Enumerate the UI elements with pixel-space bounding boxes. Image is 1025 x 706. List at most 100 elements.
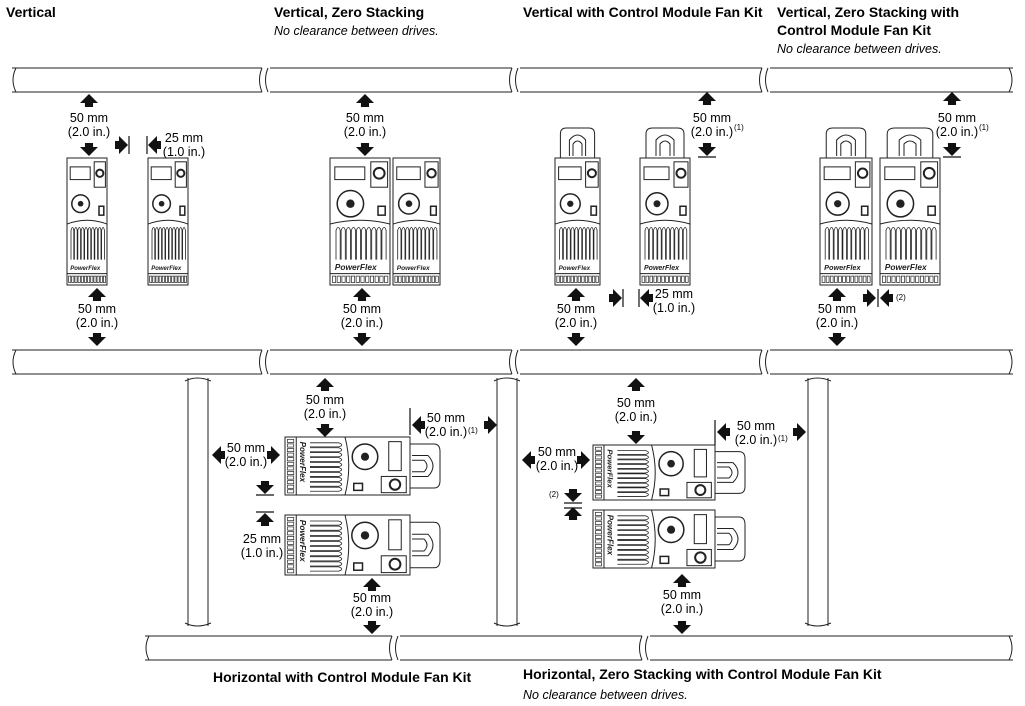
dim-label: 50 mm <box>227 441 265 455</box>
din-rail-vertical <box>804 377 832 627</box>
keypad-icon <box>825 191 850 216</box>
title-vertical-fan-kit: Vertical with Control Module Fan Kit <box>523 4 763 20</box>
potentiometer-dial-icon <box>694 484 707 497</box>
din-rail-horizontal <box>145 635 1013 661</box>
dim-label: (2.0 in.) <box>691 125 733 139</box>
powerflex-drive: PowerFlex <box>879 127 941 286</box>
dim-label: 25 mm <box>655 287 693 301</box>
footnote-1: (1) <box>778 434 788 443</box>
dim-label: 50 mm <box>346 111 384 125</box>
dim-label: 25 mm <box>243 532 281 546</box>
arrow-down-icon <box>355 143 374 156</box>
arrow-left-icon <box>412 415 425 434</box>
dim-label: (2.0 in.) <box>225 455 267 469</box>
powerflex-logo: PowerFlex <box>644 265 680 272</box>
arrow-down-icon <box>943 143 961 156</box>
dim-label: (2.0 in.) <box>615 410 657 424</box>
stop-button-icon <box>353 482 364 492</box>
dim-label: (2.0 in.) <box>936 125 978 139</box>
control-module-fan-kit <box>410 521 441 569</box>
stop-button-icon <box>659 488 670 497</box>
arrow-left-icon <box>717 422 730 441</box>
footnote-1: (1) <box>468 426 478 435</box>
dim-label: (2.0 in.) <box>304 407 346 421</box>
dim-label: (2.0 in.) <box>425 425 467 439</box>
arrow-down-icon <box>828 333 846 346</box>
powerflex-logo: PowerFlex <box>397 265 430 272</box>
control-module-fan-kit <box>715 451 746 494</box>
powerflex-logo: PowerFlex <box>885 262 927 272</box>
dim-label: 25 mm <box>165 131 203 145</box>
title-horizontal-fan-kit: Horizontal with Control Module Fan Kit <box>213 669 472 685</box>
arrow-right-icon <box>484 415 497 434</box>
arrow-up-icon <box>828 288 846 301</box>
dim-label: (1.0 in.) <box>653 301 695 315</box>
dim-label: (2.0 in.) <box>816 316 858 330</box>
powerflex-logo: PowerFlex <box>559 265 591 272</box>
keypad-icon <box>336 189 365 218</box>
arrow-right-icon <box>609 288 622 307</box>
arrow-up-icon <box>567 288 585 301</box>
potentiometer-dial-icon <box>856 167 869 179</box>
arrow-up-icon <box>627 378 645 391</box>
arrow-up-icon <box>673 574 691 587</box>
arrow-down-icon <box>567 333 585 346</box>
control-module-fan-kit <box>715 516 746 562</box>
dim-label: (2.0 in.) <box>536 459 578 473</box>
keypad-icon <box>658 450 684 477</box>
display-screen <box>558 166 582 181</box>
arrow-down-icon <box>315 424 334 437</box>
display-screen <box>69 166 91 181</box>
control-module-fan-kit <box>825 127 867 158</box>
stop-button-icon <box>590 205 598 216</box>
dim-label: 50 mm <box>737 419 775 433</box>
keypad-icon <box>351 521 379 550</box>
dim-label: 50 mm <box>427 411 465 425</box>
dim-label: 50 mm <box>343 302 381 316</box>
title-horizontal-zero-fan-kit: Horizontal, Zero Stacking with Control M… <box>523 666 882 682</box>
stop-button-icon <box>679 205 687 216</box>
stop-button-icon <box>927 205 936 216</box>
arrow-down-icon <box>698 143 716 156</box>
stop-button-icon <box>98 205 105 216</box>
display-screen <box>388 519 402 551</box>
dim-label: 50 mm <box>70 111 108 125</box>
keypad-icon <box>397 192 421 215</box>
cooling-fins <box>885 226 937 260</box>
control-module-fan-kit <box>645 127 685 158</box>
clearance-arrows <box>80 92 961 634</box>
cooling-fins <box>335 226 387 260</box>
din-rail-vertical <box>184 377 212 627</box>
dim-label: 50 mm <box>617 396 655 410</box>
arrow-down-icon <box>352 333 371 346</box>
arrow-down-icon <box>88 333 106 346</box>
dim-label: 50 mm <box>938 111 976 125</box>
powerflex-logo: PowerFlex <box>298 442 307 483</box>
cooling-fins <box>151 226 186 260</box>
cooling-fins <box>397 226 438 260</box>
keypad-icon <box>559 193 581 215</box>
arrow-down-icon <box>362 621 381 634</box>
powerflex-drive: PowerFlex <box>592 444 746 501</box>
powerflex-drive: PowerFlex <box>329 157 391 286</box>
footnote-2: (2) <box>549 490 559 499</box>
cooling-fins <box>310 520 343 572</box>
dim-label: 50 mm <box>818 302 856 316</box>
arrow-up-icon <box>362 578 381 591</box>
powerflex-drive: PowerFlex <box>66 157 108 286</box>
stop-button-icon <box>860 205 869 216</box>
arrow-up-icon <box>564 507 582 520</box>
arrow-left-icon <box>522 450 535 469</box>
display-screen <box>693 448 707 478</box>
din-rail-horizontal <box>12 349 1013 375</box>
din-rail-vertical <box>493 377 521 627</box>
keypad-icon <box>152 194 172 214</box>
footnote-2: (2) <box>896 293 906 302</box>
dim-label: (2.0 in.) <box>344 125 386 139</box>
dim-label: (2.0 in.) <box>341 316 383 330</box>
note-vertical-zero-fan-kit: No clearance between drives. <box>777 42 942 56</box>
arrow-up-icon <box>352 288 371 301</box>
powerflex-logo: PowerFlex <box>335 262 377 272</box>
